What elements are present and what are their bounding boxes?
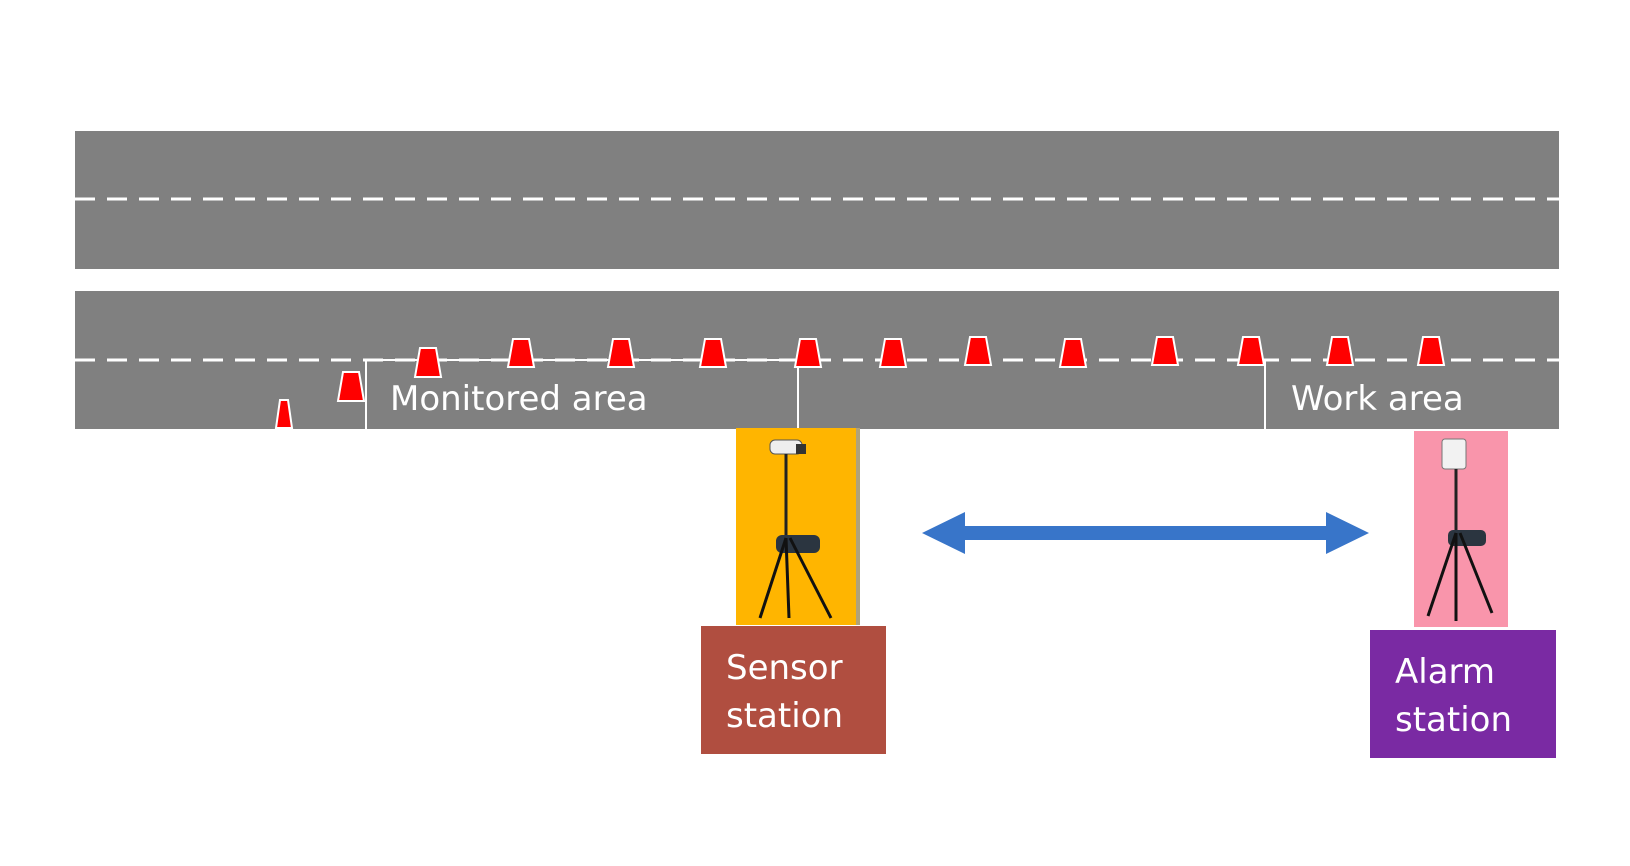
work-area-label: Work area bbox=[1291, 379, 1464, 419]
sensor-station-line1: Sensor bbox=[726, 648, 843, 688]
sensor-station-line2: station bbox=[726, 696, 844, 736]
sensor-device-photo bbox=[736, 428, 860, 625]
monitored-area-label: Monitored area bbox=[390, 379, 648, 419]
alarm-device-photo bbox=[1414, 431, 1508, 627]
sensor-station-label: Sensor station bbox=[701, 626, 886, 754]
alarm-station-label: Alarm station bbox=[1370, 630, 1556, 758]
alarm-station-line2: station bbox=[1395, 700, 1513, 740]
tripod-camera-sensor-icon bbox=[736, 428, 860, 625]
double-headed-arrow-icon bbox=[922, 512, 1369, 554]
alarm-station-line1: Alarm bbox=[1395, 652, 1496, 692]
opposing-roadway bbox=[75, 131, 1559, 269]
tripod-alarm-icon bbox=[1414, 431, 1508, 627]
